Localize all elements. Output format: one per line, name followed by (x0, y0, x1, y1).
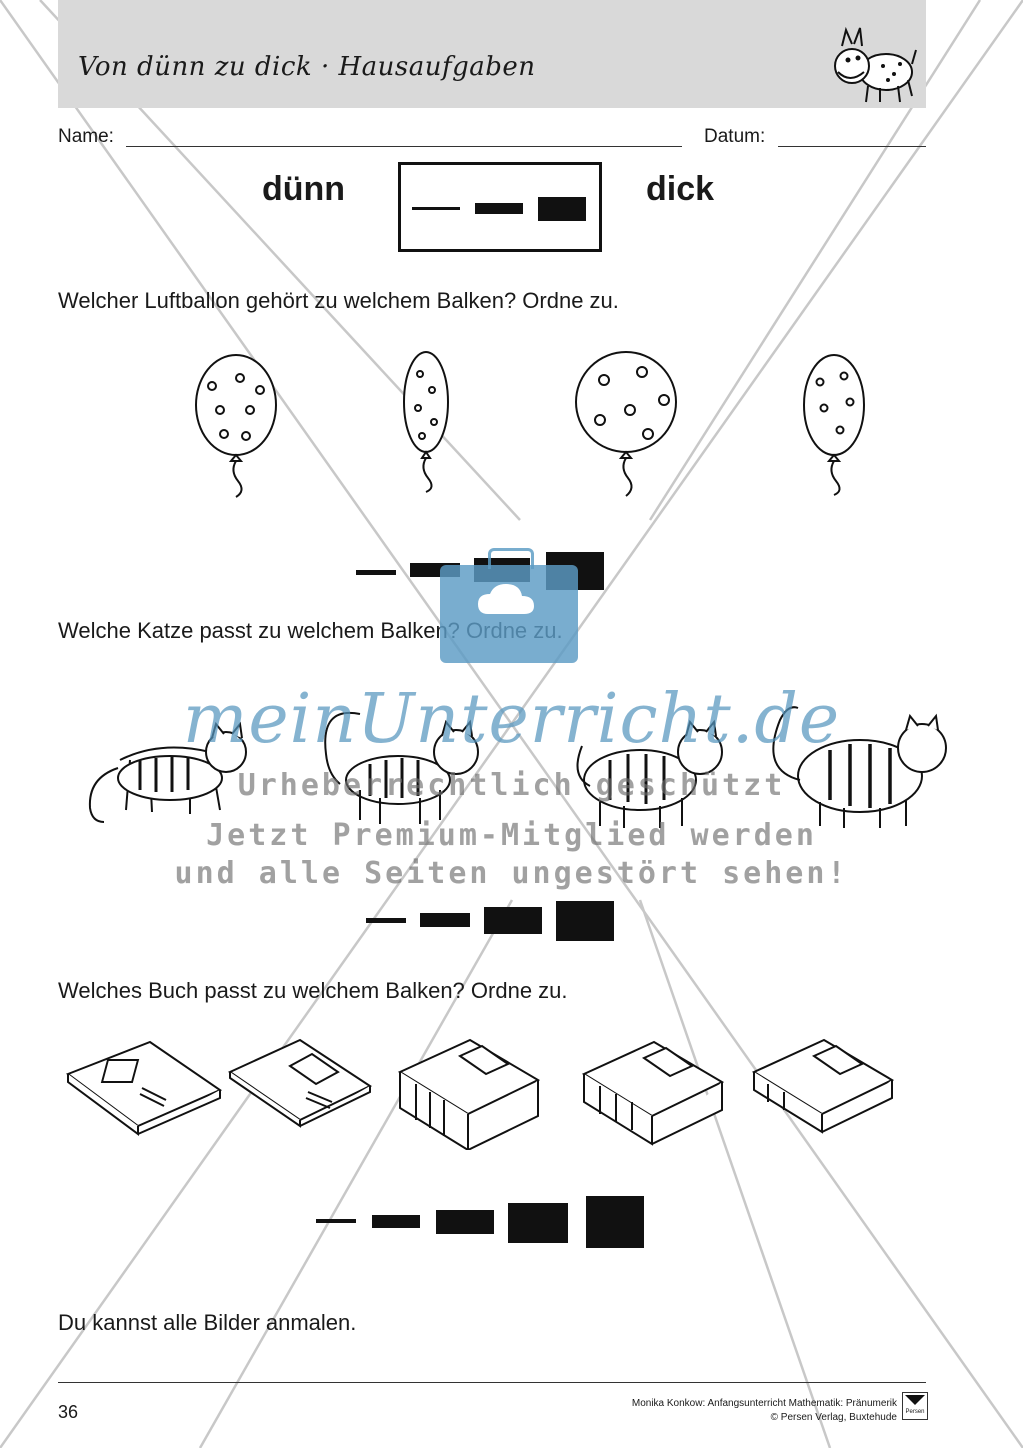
date-label: Datum: (704, 126, 766, 147)
books-row (65, 1038, 895, 1150)
credit: Monika Konkow: Anfangsunterricht Mathema… (632, 1397, 897, 1425)
book-4 (581, 1040, 725, 1146)
thick-word: dick (646, 170, 715, 208)
book-bar-3 (436, 1210, 494, 1234)
book-bar-5 (586, 1196, 644, 1248)
watermark-line-3: und alle Seiten ungestört sehen! (174, 856, 849, 891)
publisher-logo-text: Persen (905, 1409, 925, 1415)
balloon-medium-2 (803, 354, 865, 496)
header-band (58, 0, 926, 108)
task-coloring: Du kannst alle Bilder anmalen. (58, 1310, 357, 1335)
cats-row (88, 706, 947, 828)
book-bar-1 (316, 1219, 356, 1223)
balloons-row (195, 351, 865, 498)
scale-box (398, 162, 602, 252)
date-field[interactable] (778, 146, 926, 147)
publisher-logo: Persen (902, 1392, 928, 1420)
cat-bar-4 (556, 901, 614, 941)
task-balloons: Welcher Luftballon gehört zu welchem Bal… (58, 288, 619, 313)
scale-bar-thin (412, 207, 460, 210)
task-books: Welches Buch passt zu welchem Balken? Or… (58, 978, 568, 1003)
cat-bar-2 (420, 913, 470, 927)
balloon-thin (403, 351, 449, 493)
book-1 (65, 1040, 223, 1136)
cloud-icon (478, 584, 534, 614)
balloon-medium-1 (195, 354, 277, 498)
cat-2 (324, 711, 479, 824)
watermark-brand: meinUnterricht.de (182, 680, 841, 759)
cat-1 (88, 721, 247, 823)
watermark-line-2: Jetzt Premium-Mitglied werden (206, 818, 817, 853)
book-bar-2 (372, 1215, 420, 1228)
credit-line-2: © Persen Verlag, Buxtehude (770, 1412, 897, 1423)
cat-4 (772, 706, 947, 828)
balloon-thick (575, 351, 677, 497)
name-label: Name: (58, 126, 114, 147)
credit-line-1: Monika Konkow: Anfangsunterricht Mathema… (631, 1398, 897, 1409)
watermark-line-1: Urheberrechtlich geschützt (237, 768, 786, 803)
page-title: Von dünn zu dick · Hausaufgaben (78, 52, 536, 82)
thin-word: dünn (262, 170, 346, 208)
cat-bar-3 (484, 907, 542, 934)
book-5 (751, 1038, 895, 1134)
cat-bar-1 (366, 918, 406, 923)
dog-illustration (834, 26, 917, 103)
page-number: 36 (58, 1402, 79, 1422)
book-3 (397, 1038, 541, 1150)
publisher-logo-icon (905, 1395, 925, 1405)
balloon-bar-1 (356, 570, 396, 575)
footer-rule (58, 1382, 926, 1383)
scale-bar-thick (538, 197, 586, 221)
cat-3 (576, 719, 723, 828)
name-field[interactable] (126, 146, 682, 147)
scale-bar-medium (475, 203, 523, 214)
book-bar-4 (508, 1203, 568, 1243)
watermark-bag-handle (488, 548, 534, 569)
book-2 (227, 1038, 373, 1128)
